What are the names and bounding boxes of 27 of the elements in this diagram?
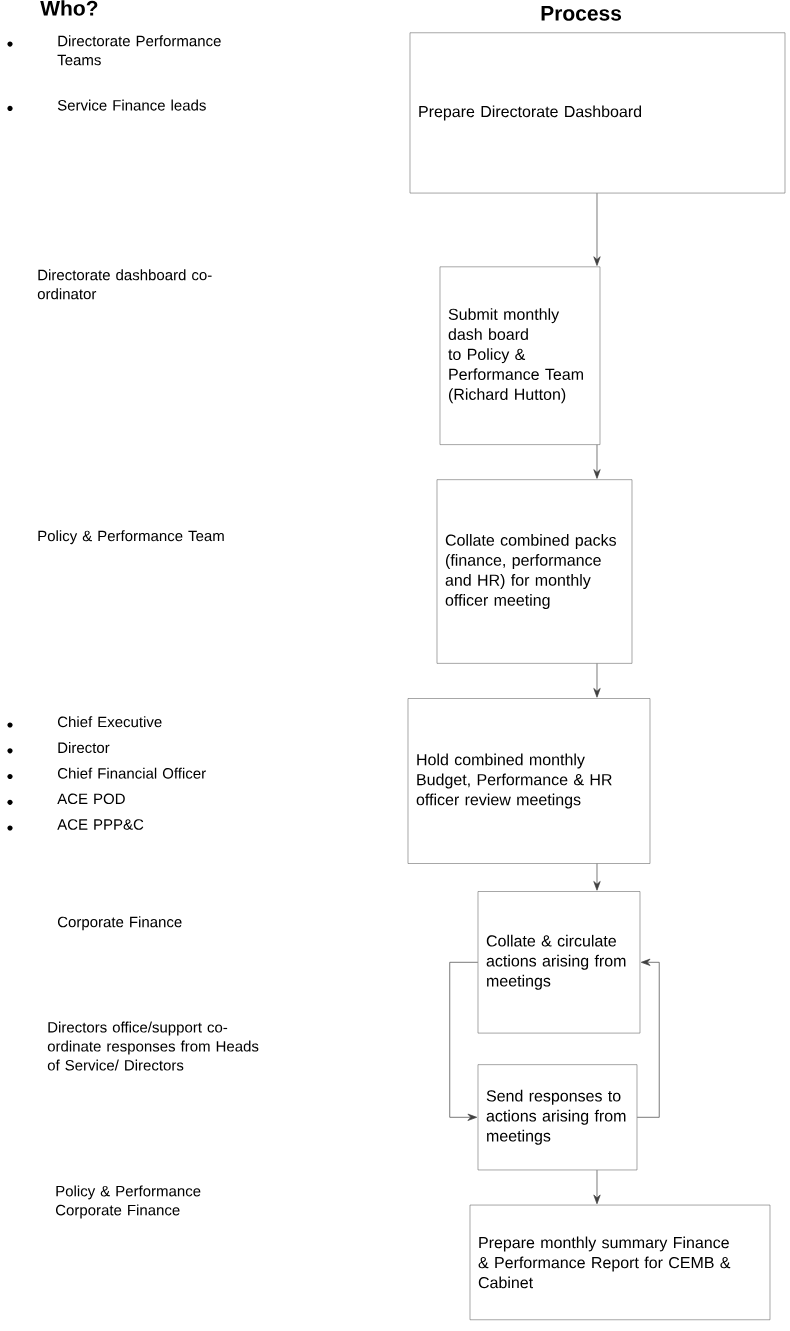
arrow xyxy=(636,958,660,1118)
process-box: Send responses to actions arising from meetings xyxy=(477,1064,638,1171)
arrow xyxy=(593,1169,601,1205)
role-text: Directorate dashboard co-ordinator xyxy=(37,269,212,300)
bullet-item: Service Finance leads xyxy=(7,99,206,111)
arrow xyxy=(593,444,601,479)
bullet-item: ACE PPP&C xyxy=(7,819,144,831)
process-box: Hold combined monthly Budget, Performance & HR officer review meetings xyxy=(407,698,651,864)
arrow xyxy=(449,961,479,1121)
process-box: Prepare monthly summary Finance & Performance Report for CEMB & Cabinet xyxy=(469,1204,771,1320)
bullet-item: Chief Executive xyxy=(7,716,162,728)
bullet-item: Director xyxy=(7,742,110,754)
role-text: Corporate Finance xyxy=(57,916,182,931)
process-box: Prepare Directorate Dashboard xyxy=(409,32,786,194)
bullet-item: Chief Financial Officer xyxy=(7,767,206,780)
role-text: Directors office/support co-ordinate responses from Heads of Service/ Directors xyxy=(47,1021,259,1071)
process-box: Collate & circulate actions arising from meetings xyxy=(477,891,641,1034)
process-box: Submit monthly dash board to Policy & Performance Team (Richard Hutton) xyxy=(439,266,601,445)
role-text: Policy & Performance Corporate Finance xyxy=(55,1185,201,1219)
arrow xyxy=(593,192,601,266)
role-text: Policy & Performance Team xyxy=(38,530,224,545)
arrow xyxy=(593,663,601,698)
process-box: Collate combined packs (finance, performance and HR) for monthly officer meeting xyxy=(436,479,633,664)
bullet-item: Directorate Performance Teams xyxy=(7,35,221,66)
bullet-item: ACE POD xyxy=(7,793,125,805)
arrow xyxy=(593,863,601,891)
column-heading: Who? xyxy=(40,0,98,16)
